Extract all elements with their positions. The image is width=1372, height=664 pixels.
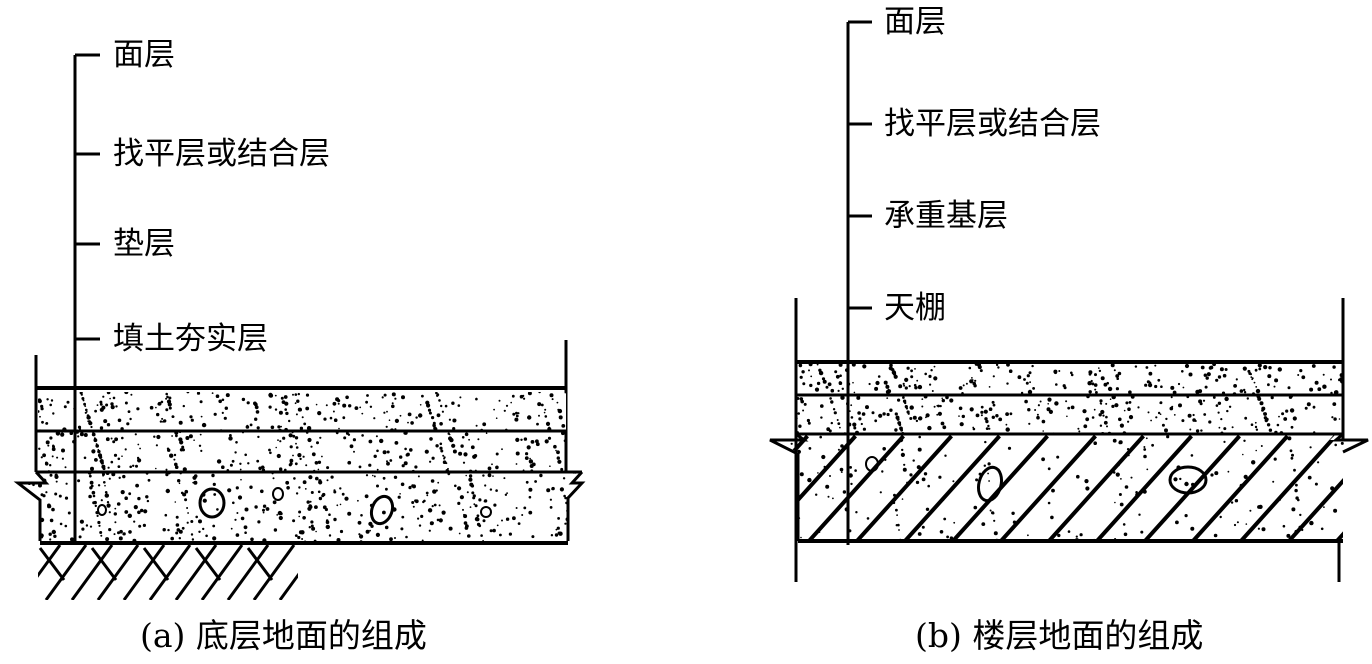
- figure-b-leveling-layer: [795, 396, 1343, 436]
- figure-a-surface-layer: [36, 386, 566, 432]
- figure-a-section: [13, 53, 586, 600]
- figure-b-label-leveling: 找平层或结合层: [884, 106, 1101, 142]
- figure-a-label-soil: 填土夯实层: [113, 321, 268, 357]
- figure-a-label-cushion: 垫层: [113, 226, 175, 262]
- figure-b-label-ceiling: 天棚: [884, 290, 946, 326]
- figure-a-label-leveling: 找平层或结合层: [113, 136, 330, 172]
- figure-b-label-surface: 面层: [884, 4, 946, 40]
- figure-a-leveling-layer: [36, 429, 582, 474]
- figure-b-label-slab: 承重基层: [884, 198, 1008, 234]
- figure-a-cushion-layer: [13, 470, 586, 545]
- figure-b-leader: [846, 20, 872, 545]
- figure-a-label-surface: 面层: [113, 37, 175, 73]
- figure-a-caption: (a) 底层地面的组成: [140, 616, 427, 655]
- figure-a-soil-layer: [38, 545, 298, 600]
- figure-b-slab-layer: [769, 432, 1369, 543]
- figure-b-caption: (b) 楼层地面的组成: [915, 616, 1204, 655]
- figure-b-surface-layer: [796, 360, 1343, 397]
- figure-a-leader: [73, 53, 100, 545]
